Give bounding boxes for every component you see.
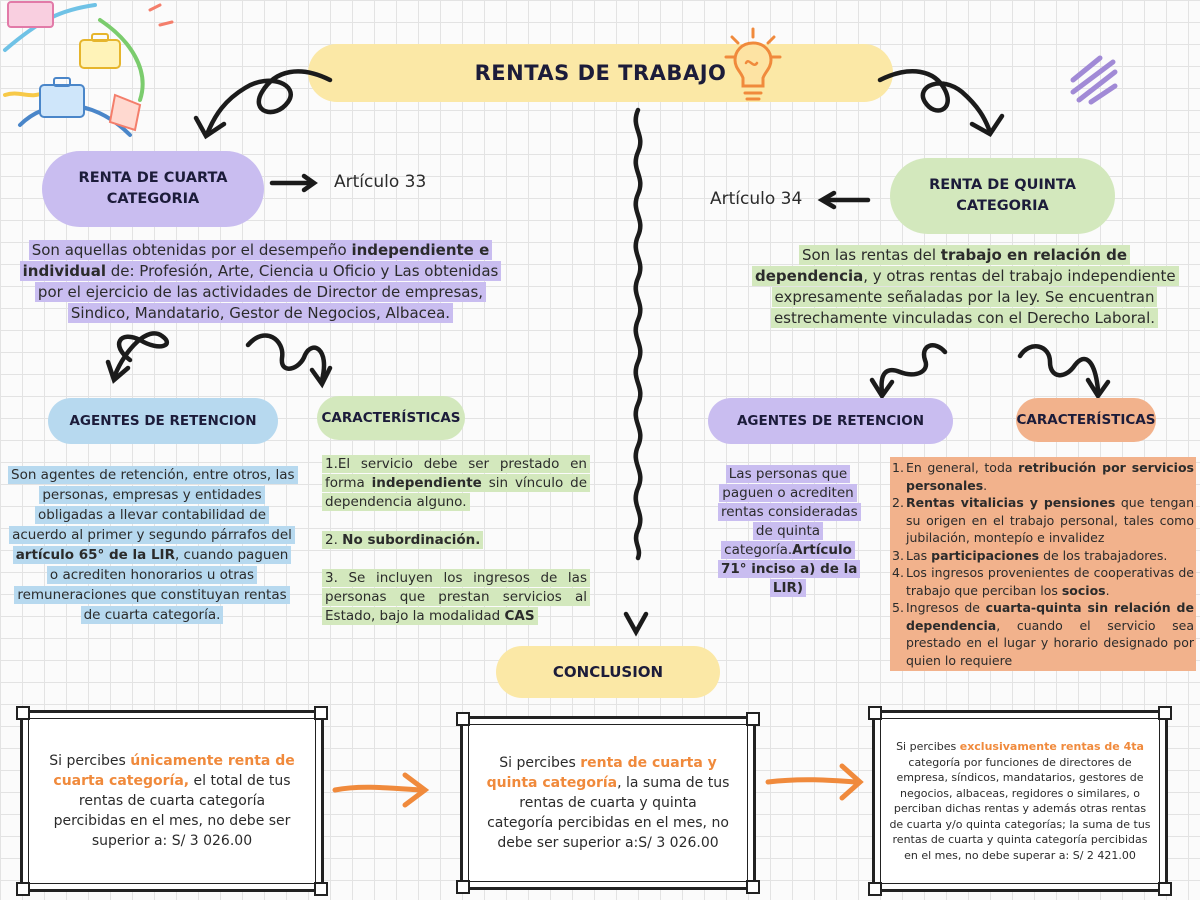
caracteristicas-quinta-heading: CARACTERÍSTICAS bbox=[1016, 398, 1156, 442]
agentes-retencion-quinta-heading: AGENTES DE RETENCION bbox=[708, 398, 953, 444]
briefcase-doodle-icon bbox=[3, 1, 174, 137]
caracteristica-quinta-item-1: 1.En general, toda retribución por servi… bbox=[892, 460, 1194, 493]
conclusion-box-cuarta-quinta: Si percibes renta de cuarta y quinta cat… bbox=[456, 712, 760, 894]
articulo-33-label: Artículo 33 bbox=[334, 172, 427, 192]
lightbulb-icon bbox=[724, 27, 782, 101]
main-title-pill: RENTAS DE TRABAJO bbox=[308, 44, 893, 102]
renta-quinta-heading-line1: RENTA DE QUINTA bbox=[929, 177, 1076, 193]
conclusion-box-cuarta-quinta-text: Si percibes renta de cuarta y quinta cat… bbox=[486, 755, 730, 851]
conclusion-heading: CONCLUSION bbox=[496, 646, 720, 698]
renta-quinta-heading: RENTA DE QUINTA CATEGORIA bbox=[890, 158, 1115, 234]
articulo-34-label: Artículo 34 bbox=[710, 189, 803, 209]
main-title: RENTAS DE TRABAJO bbox=[474, 61, 727, 85]
conclusion-box-cuarta: Si percibes únicamente renta de cuarta c… bbox=[16, 706, 328, 896]
conclusion-box-cuarta-text: Si percibes únicamente renta de cuarta c… bbox=[49, 753, 295, 849]
conclusion-box-exclusiva-cuarta: Si percibes exclusivamente rentas de 4ta… bbox=[868, 706, 1172, 896]
caracteristicas-cuarta-heading: CARACTERÍSTICAS bbox=[317, 396, 465, 440]
renta-cuarta-heading: RENTA DE CUARTA CATEGORIA bbox=[42, 151, 264, 227]
agentes-retencion-quinta-text: Las personas que paguen o acrediten rent… bbox=[718, 465, 861, 598]
caracteristica-quinta-item-2: 2.Rentas vitalicias y pensiones que teng… bbox=[892, 495, 1194, 545]
agentes-retencion-cuarta-text: Son agentes de retención, entre otros, l… bbox=[8, 465, 298, 625]
renta-cuarta-heading-line2: CATEGORIA bbox=[106, 191, 200, 207]
caracteristicas-cuarta-list: 1.El servicio debe ser prestado en forma… bbox=[322, 455, 591, 626]
quinta-description: Son las rentas del trabajo en relación d… bbox=[752, 245, 1179, 329]
squiggle-decoration-icon bbox=[1070, 55, 1118, 105]
agentes-retencion-cuarta-heading: AGENTES DE RETENCION bbox=[48, 398, 278, 444]
caracteristica-quinta-item-3: 3.Las participaciones de los trabajadore… bbox=[892, 547, 1168, 563]
caracteristica-quinta-item-4: 4.Los ingresos provenientes de cooperati… bbox=[892, 565, 1194, 598]
renta-quinta-heading-line2: CATEGORIA bbox=[956, 198, 1049, 214]
caracteristica-quinta-item-5: 5.Ingresos de cuarta-quinta sin relación… bbox=[892, 600, 1194, 668]
caracteristicas-quinta-list: 1.En general, toda retribución por servi… bbox=[890, 457, 1196, 671]
renta-cuarta-heading-line1: RENTA DE CUARTA bbox=[78, 170, 228, 186]
conclusion-box-exclusiva-cuarta-text: Si percibes exclusivamente rentas de 4ta… bbox=[889, 740, 1151, 862]
cuarta-description: Son aquellas obtenidas por el desempeño … bbox=[8, 240, 513, 324]
